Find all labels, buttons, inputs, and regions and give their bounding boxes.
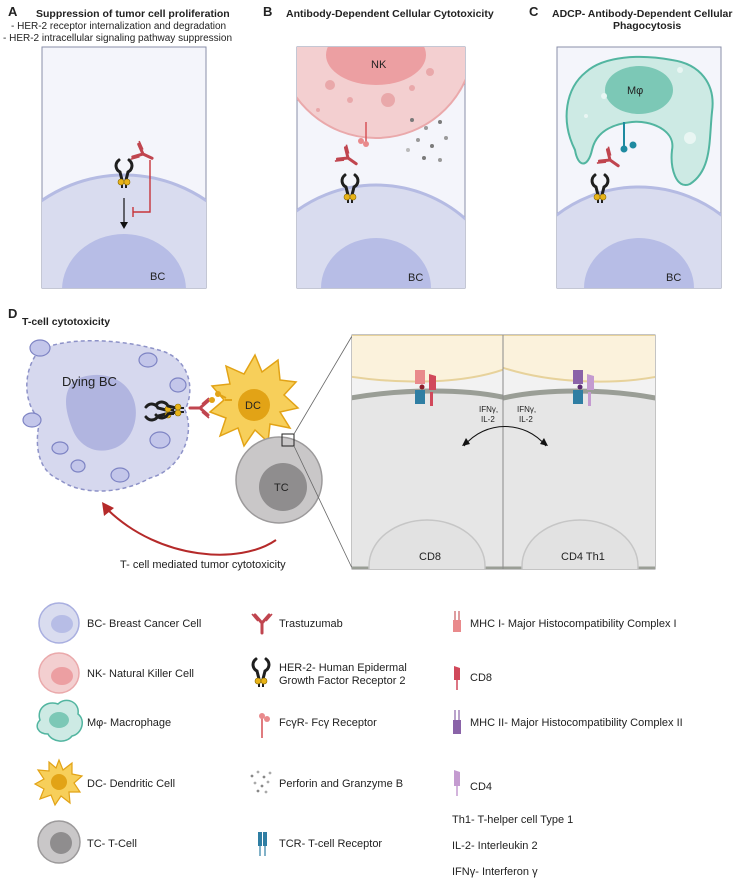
zoom-box	[281, 433, 295, 447]
panel-d-letter: D	[8, 306, 17, 321]
panel-a-bc-label: BC	[150, 271, 165, 283]
legend-bc-text: BC- Breast Cancer Cell	[87, 618, 201, 630]
panel-a-line2: - HER-2 intracellular signaling pathway …	[3, 33, 232, 44]
panel-b: B Antibody-Dependent Cellular Cytotoxici…	[263, 4, 494, 289]
legend-perforin-icon	[250, 770, 272, 794]
legend-macrophage-icon	[36, 699, 83, 742]
zoom-line-top	[293, 335, 353, 435]
legend-mhc2-text: MHC II- Major Histocompatibility Complex…	[470, 717, 683, 729]
panel-b-title: Antibody-Dependent Cellular Cytotoxicity	[286, 8, 494, 20]
cytotoxicity-arrow	[107, 509, 277, 556]
legend-trastuzumab-icon	[250, 612, 274, 635]
trastuzumab-icon	[188, 396, 211, 420]
legend-cd4-text: CD4	[470, 781, 492, 793]
dendritic-cell	[208, 353, 300, 448]
panel-c-bc-label: BC	[666, 272, 681, 284]
panel-d-title: T-cell cytotoxicity	[22, 316, 110, 328]
t-cell-nucleus	[259, 463, 307, 511]
cd4-th1-label: CD4 Th1	[561, 551, 605, 563]
panel-c-title-line2: Phagocytosis	[613, 20, 681, 32]
panel-a-line1: - HER-2 receptor internalization and deg…	[11, 21, 226, 32]
legend-dc-icon	[33, 758, 84, 807]
panel-c-title-line1: ADCP- Antibody-Dependent Cellular	[552, 8, 732, 20]
tc-label: TC	[274, 482, 289, 494]
inhibition-line	[132, 160, 151, 217]
panel-c: C ADCP- Antibody-Dependent Cellular Phag…	[529, 4, 732, 289]
zoom-line-bottom	[293, 445, 353, 569]
panel-c-letter: C	[529, 4, 539, 19]
cytokine-left-1: IFNγ,	[479, 405, 498, 414]
cd8-zoom-panel	[352, 335, 503, 569]
legend-cd8-text: CD8	[470, 672, 492, 684]
bc-nucleus	[321, 238, 431, 288]
panel-d: D T-cell cytotoxicity Dying BC DC	[8, 306, 656, 571]
panel-b-letter: B	[263, 4, 272, 19]
dying-bc-label: Dying BC	[62, 374, 117, 389]
legend-trastuzumab-text: Trastuzumab	[279, 618, 343, 630]
legend-cd4-icon	[454, 770, 460, 796]
cytokine-left-2: IL-2	[481, 415, 495, 424]
panel-c-mphi-label: Mφ	[627, 85, 643, 97]
legend-cd8-icon	[454, 666, 460, 690]
nk-nucleus	[326, 47, 426, 85]
macrophage	[565, 55, 714, 186]
cytokine-exchange-arrow	[463, 426, 547, 447]
perforin-granzyme-dots	[406, 118, 448, 162]
panel-a-title: Suppression of tumor cell proliferation	[36, 8, 230, 20]
cytokine-right-1: IFNγ,	[517, 405, 536, 414]
legend-mphi-text: Mφ- Macrophage	[87, 717, 171, 729]
arrow-caption: T- cell mediated tumor cytotoxicity	[120, 559, 286, 571]
legend-il2-text: IL-2- Interleukin 2	[452, 840, 538, 852]
legend-fcgr-text: FcγR- Fcγ Receptor	[279, 717, 377, 729]
macrophage-nucleus	[605, 66, 673, 114]
legend-fcgr-icon	[258, 712, 271, 739]
legend-her2-icon	[251, 657, 271, 689]
dc-label: DC	[245, 400, 261, 412]
dc-receptor-cluster	[209, 391, 232, 403]
legend-mhc1-text: MHC I- Major Histocompatibility Complex …	[470, 618, 677, 630]
legend-tcr-text: TCR- T-cell Receptor	[279, 838, 382, 850]
macrophage-fcgr-icon	[620, 122, 637, 153]
legend: BC- Breast Cancer Cell NK- Natural Kille…	[33, 602, 683, 878]
legend-tcell-icon	[37, 820, 81, 864]
legend-dc-text: DC- Dendritic Cell	[87, 778, 175, 790]
panel-b-bc-label: BC	[408, 272, 423, 284]
legend-nk-icon	[38, 652, 80, 694]
panel-a: A Suppression of tumor cell proliferatio…	[3, 4, 232, 289]
legend-ifng-text: IFNγ- Interferon γ	[452, 866, 538, 878]
legend-her2-text-1: HER-2- Human Epidermal	[279, 662, 407, 674]
legend-th1-text: Th1- T-helper cell Type 1	[452, 814, 573, 826]
legend-bc-icon	[38, 602, 80, 644]
panel-a-letter: A	[8, 4, 18, 19]
bc-nucleus	[62, 234, 186, 288]
legend-mhc2-icon	[453, 710, 461, 734]
legend-tc-text: TC- T-Cell	[87, 838, 137, 850]
cytokine-right-2: IL-2	[519, 415, 533, 424]
legend-mhc1-icon	[453, 611, 461, 632]
legend-perforin-text: Perforin and Granzyme B	[279, 778, 403, 790]
panel-b-nk-label: NK	[371, 59, 387, 71]
legend-nk-text: NK- Natural Killer Cell	[87, 668, 194, 680]
legend-her2-text-2: Growth Factor Receptor 2	[279, 675, 406, 687]
dying-breast-cancer-cell	[22, 339, 191, 492]
bc-nucleus	[584, 238, 694, 288]
cd4-zoom-panel	[503, 335, 655, 569]
legend-tcr-icon	[258, 832, 267, 856]
cd8-label: CD8	[419, 551, 441, 563]
